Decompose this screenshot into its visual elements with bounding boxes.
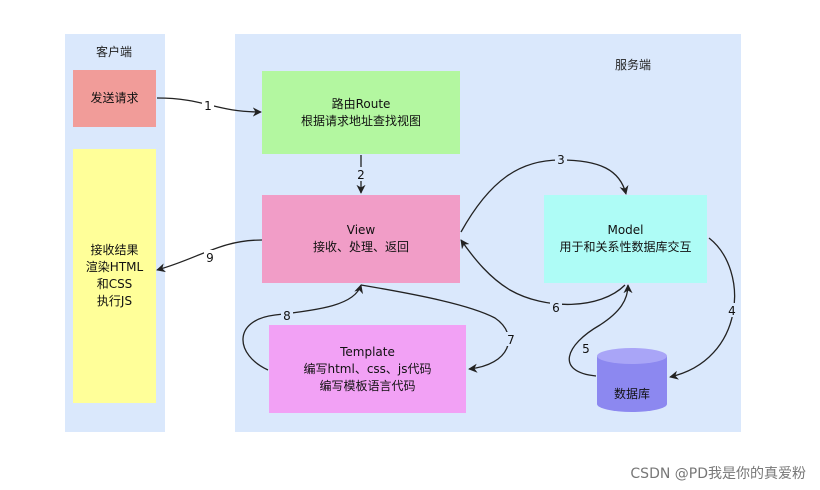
step-label-1: 1 (204, 99, 212, 113)
model-desc: 用于和关系性数据库交互 (559, 240, 692, 254)
template-box: Template 编写html、css、js代码 编写模板语言代码 (269, 325, 466, 413)
arrow-5 (568, 284, 633, 377)
route-desc: 根据请求地址查找视图 (300, 113, 421, 128)
client-result-box: 接收结果 渲染HTML 和CSS 执行JS (73, 149, 156, 403)
view-desc: 接收、处理、返回 (312, 240, 409, 254)
model-box: Model 用于和关系性数据库交互 (544, 195, 707, 283)
client-panel-title: 客户端 (96, 45, 133, 59)
step-label-6: 6 (552, 301, 560, 315)
route-box: 路由Route 根据请求地址查找视图 (262, 71, 460, 154)
arrow-4 (669, 237, 736, 380)
step-label-8: 8 (283, 309, 291, 323)
route-title: 路由Route (331, 96, 391, 111)
template-title: Template (340, 344, 395, 359)
template-desc-lang: 编写模板语言代码 (319, 378, 416, 393)
step-label-2: 2 (357, 168, 365, 182)
send-request-box: 发送请求 (73, 70, 156, 127)
client-result-line: 和CSS (96, 277, 133, 291)
step-label-5: 5 (582, 342, 590, 356)
step-label-4: 4 (728, 304, 736, 318)
view-box: View 接收、处理、返回 (262, 195, 460, 283)
client-result-line: 接收结果 (90, 243, 139, 257)
server-panel-title: 服务端 (615, 58, 652, 72)
database-cylinder: 数据库 (597, 348, 667, 412)
arrow-8 (242, 284, 363, 371)
arrow-3 (460, 159, 629, 233)
database-label: 数据库 (614, 386, 650, 401)
watermark: CSDN @PD我是你的真爱粉 (630, 466, 806, 482)
view-title: View (346, 223, 376, 237)
step-label-3: 3 (557, 153, 565, 167)
arrow-6 (460, 239, 626, 306)
step-label-9: 9 (206, 251, 214, 265)
client-result-line: 渲染HTML (85, 260, 144, 274)
step-label-7: 7 (507, 333, 515, 347)
client-result-line: 执行JS (96, 294, 133, 308)
model-title: Model (607, 223, 644, 237)
arrow-7 (360, 284, 510, 373)
template-desc-html: 编写html、css、js代码 (303, 361, 432, 376)
send-request-label: 发送请求 (90, 91, 139, 105)
